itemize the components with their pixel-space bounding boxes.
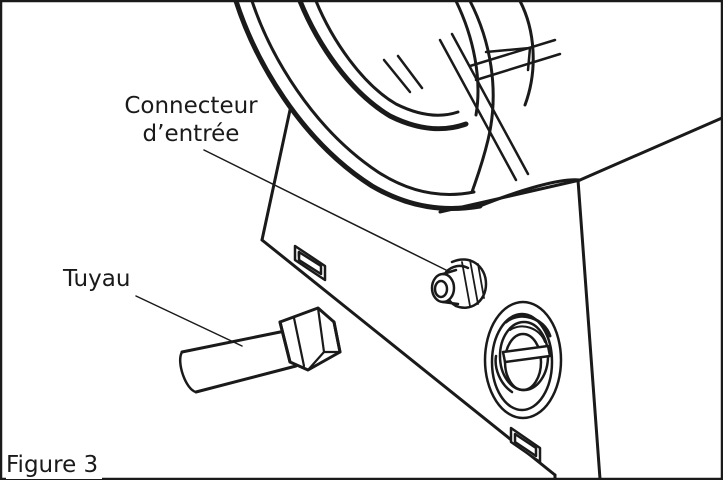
inlet-connector-label: Connecteur d’entrée: [86, 92, 296, 148]
front-panel: [260, 238, 557, 480]
inlet-connector-label-line1: Connecteur: [124, 93, 258, 119]
connector-leader-line: [203, 149, 447, 271]
rotary-knob: [483, 300, 563, 420]
inlet-connector-label-line2: d’entrée: [142, 121, 240, 147]
cabinet-top: [260, 108, 723, 480]
hose-leader-line: [135, 295, 243, 347]
vent-slot-left: [293, 244, 327, 282]
leader-lines: [135, 149, 447, 347]
vent-slot-bottom: [509, 426, 542, 464]
inlet-connector-fitting: [430, 258, 488, 309]
hose: [179, 306, 342, 394]
figure-caption: Figure 3: [6, 451, 103, 479]
tank-rings: [233, 0, 562, 212]
hose-label: Tuyau: [63, 266, 131, 292]
